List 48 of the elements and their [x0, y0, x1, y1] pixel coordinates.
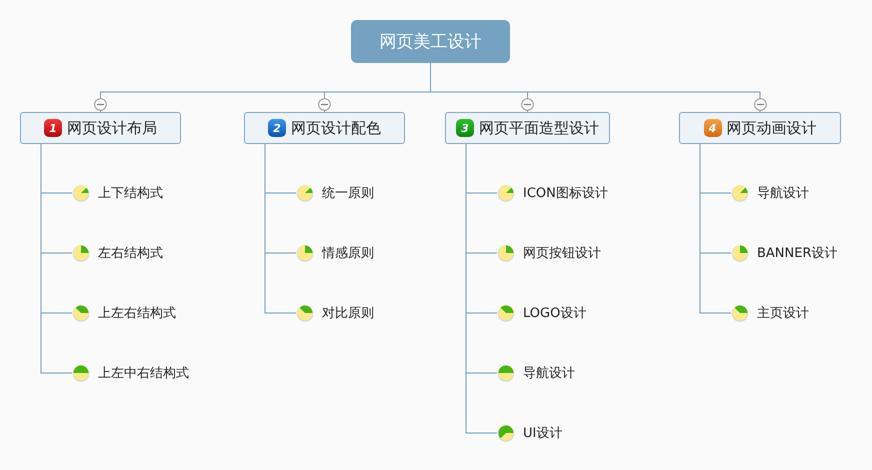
subtopic: [731, 303, 809, 323]
subtopic-label: 统一原则: [322, 185, 374, 202]
root-topic: [351, 20, 510, 63]
subtopic: [497, 243, 601, 263]
subtopic-label: 导航设计: [757, 185, 809, 202]
connector-line: [700, 144, 732, 314]
subtopic: [497, 423, 562, 443]
topic-label: 网页设计布局: [67, 118, 157, 138]
number-badge: 3: [456, 119, 474, 137]
subtopic-label: 主页设计: [757, 305, 809, 322]
subtopic: [72, 303, 176, 323]
subtopic-label: 网页按钮设计: [523, 245, 601, 262]
subtopic: [72, 363, 189, 383]
subtopic-label: BANNER设计: [757, 245, 838, 262]
subtopic: [72, 183, 163, 203]
subtopic: [296, 243, 374, 263]
topic-label: 网页美工设计: [380, 31, 482, 53]
branch-topic: [445, 112, 610, 144]
subtopic-label: ICON图标设计: [523, 185, 608, 202]
branch-topic: [679, 112, 841, 144]
subtopic-label: 对比原则: [322, 305, 374, 322]
number-badge: 1: [44, 119, 62, 137]
branch-topic: [20, 112, 181, 144]
subtopic-label: 上左中右结构式: [98, 365, 189, 382]
subtopic: [731, 243, 838, 263]
connector-line: [264, 144, 296, 314]
subtopic: [296, 183, 374, 203]
subtopic: [72, 243, 163, 263]
number-badge: 2: [268, 119, 286, 137]
connector-line: [40, 144, 72, 374]
topic-label: 网页平面造型设计: [479, 118, 599, 138]
subtopic-label: LOGO设计: [523, 305, 586, 322]
subtopic-label: 左右结构式: [98, 245, 163, 262]
subtopic-label: UI设计: [523, 425, 562, 442]
number-badge: 4: [704, 119, 722, 137]
connector-line: [466, 144, 498, 434]
subtopic: [497, 303, 586, 323]
subtopic-label: 上下结构式: [98, 185, 163, 202]
topic-label: 网页设计配色: [291, 118, 381, 138]
subtopic: [731, 183, 809, 203]
branch-topic: [244, 112, 405, 144]
topic-label: 网页动画设计: [726, 118, 816, 138]
subtopic-label: 情感原则: [322, 245, 374, 262]
subtopic: [497, 363, 575, 383]
subtopic-label: 上左右结构式: [98, 305, 176, 322]
subtopic: [497, 183, 608, 203]
subtopic-label: 导航设计: [523, 365, 575, 382]
subtopic: [296, 303, 374, 323]
